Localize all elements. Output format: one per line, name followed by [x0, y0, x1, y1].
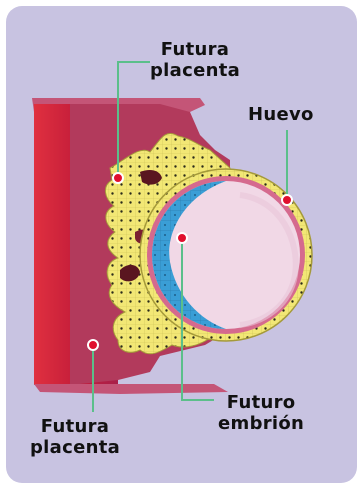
label-egg: Huevo: [248, 104, 314, 125]
label-embryo: Futuro embrión: [218, 392, 304, 434]
dot-egg: [282, 195, 292, 205]
dot-embryo: [177, 233, 187, 243]
dot-top-placenta: [113, 173, 123, 183]
dot-bottom-placenta: [88, 340, 98, 350]
label-top-placenta: Futura placenta: [150, 39, 240, 81]
label-bottom-placenta: Futura placenta: [30, 416, 120, 458]
